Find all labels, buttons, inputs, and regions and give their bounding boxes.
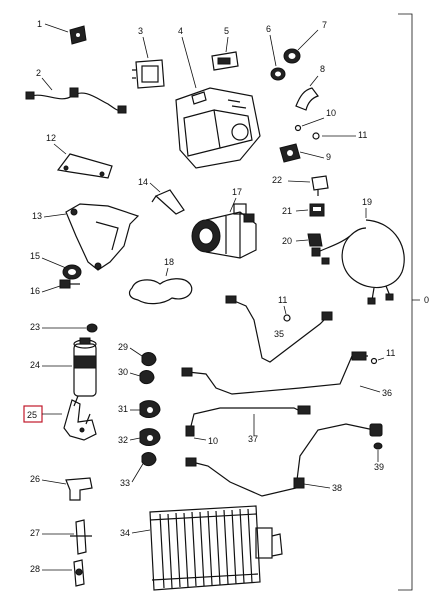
callout-36: 36 [382,388,392,398]
callout-33: 33 [120,478,130,488]
part-35-refrigerant-line [225,295,333,363]
group-callout-0: 0 [424,295,429,305]
part-37-refrigerant-line [185,405,311,437]
part-27-bracket [70,519,92,555]
callout-38: 38 [332,483,342,493]
part-5-relay [211,51,239,71]
callout-25: 25 [27,410,37,420]
part-11-oring [312,132,320,140]
part-9-expansion-valve [279,143,301,163]
callout-21: 21 [282,206,292,216]
part-13-compressor-mount [65,203,140,271]
callout-17: 17 [232,187,242,197]
part-36-refrigerant-line [181,351,368,395]
callout-20: 20 [282,236,292,246]
callout-3: 3 [138,26,143,36]
part-14-bracket [151,189,185,215]
callout-22: 22 [272,175,282,185]
part-11-oring-right [370,357,378,365]
callout-32: 32 [118,435,128,445]
part-26-bracket [65,477,93,501]
part-38-hose [185,423,383,497]
part-16-bolt [59,279,80,289]
callout-11-right: 11 [386,348,395,358]
callout-1: 1 [37,19,42,29]
part-30-clamp [139,370,155,385]
callout-37: 37 [248,434,258,444]
callout-29: 29 [118,342,128,352]
callout-10-top: 10 [326,108,336,118]
part-10-oring [294,124,302,132]
part-3-module [132,59,165,89]
part-20-connector [307,233,323,247]
part-6-grommet [270,67,286,81]
part-12-bracket [56,153,113,179]
group-bracket [398,13,420,591]
part-2-harness [25,87,127,114]
callout-39: 39 [374,462,384,472]
callout-11-mid: 11 [278,295,287,305]
part-25-drier-bracket [63,395,97,441]
part-17-compressor [191,203,257,259]
callout-9: 9 [326,152,331,162]
part-11-oring-mid [283,314,291,322]
part-4-hvac-housing [175,87,261,169]
part-7-grommet [283,48,301,64]
callout-34: 34 [120,528,130,538]
callout-24: 24 [30,360,40,370]
part-29-clamp [141,352,157,367]
part-24-receiver-drier [73,337,97,397]
callout-10-low: 10 [208,436,218,446]
callout-15: 15 [30,251,40,261]
part-1-clip [69,25,87,45]
callout-31: 31 [118,404,128,414]
callout-5: 5 [224,26,229,36]
callout-16: 16 [30,286,40,296]
part-23-cap [86,323,98,333]
callout-18: 18 [164,257,174,267]
part-21-relay [309,203,325,217]
callout-30: 30 [118,367,128,377]
callout-23: 23 [30,322,40,332]
part-28-valve [73,559,85,587]
part-18-drive-belt [128,278,193,305]
callout-4: 4 [178,26,183,36]
callout-27: 27 [30,528,40,538]
callout-13: 13 [32,211,42,221]
callout-7: 7 [322,20,327,30]
part-8-elbow-hose [295,87,319,111]
part-34-condenser [149,505,283,591]
callout-11-top: 11 [358,130,367,140]
callout-26: 26 [30,474,40,484]
part-15-pulley [62,264,82,280]
callout-14: 14 [138,177,148,187]
part-22-switch [311,175,329,196]
part-39-valve-cap [373,442,383,450]
part-19-wiring-loop [311,219,405,305]
callout-2: 2 [36,68,41,78]
callout-8: 8 [320,64,325,74]
callout-28: 28 [30,564,40,574]
part-31-clamp [139,400,161,418]
part-33-clamp [141,452,157,467]
callout-19: 19 [362,197,372,207]
callout-35: 35 [274,329,284,339]
callout-6: 6 [266,24,271,34]
callout-12: 12 [46,133,56,143]
part-32-clamp [139,428,161,446]
